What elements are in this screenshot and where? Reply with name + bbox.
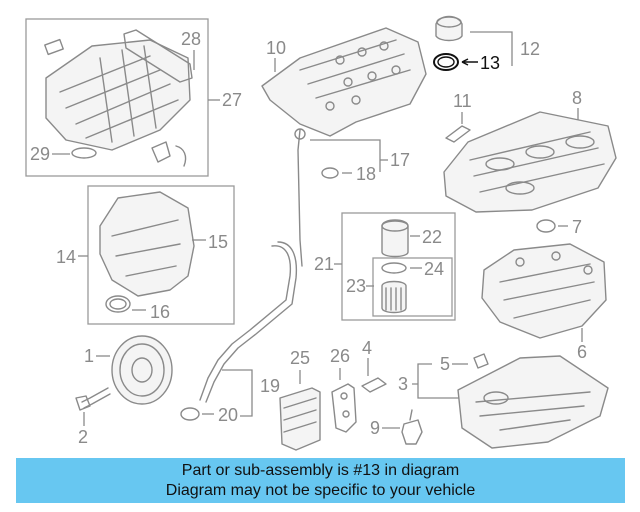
- callout-17: 17: [390, 150, 410, 170]
- callout-4: 4: [362, 338, 372, 358]
- oil-pan-drawing: [457, 355, 609, 449]
- crank-pulley-drawing: [111, 335, 173, 405]
- group-box-27: [25, 18, 209, 177]
- oil-cap-group: 12 13: [433, 15, 540, 73]
- callout-2: 2: [78, 427, 88, 447]
- cylinder-head-drawing: [443, 111, 617, 213]
- callout-21: 21: [314, 254, 334, 274]
- callout-27: 27: [222, 90, 242, 110]
- drain-plug-5-drawing: [473, 353, 489, 369]
- callout-19: 19: [260, 376, 280, 396]
- callout-12: 12: [520, 39, 540, 59]
- intake-manifold-group: 28 27 29: [25, 18, 242, 177]
- callout-15: 15: [208, 232, 228, 252]
- valve-cover-group: 10: [261, 27, 427, 137]
- info-banner: Part or sub-assembly is #13 in diagram D…: [16, 458, 625, 503]
- oil-pan-group: 4 3 5 9: [361, 338, 609, 449]
- oil-filter-housing-drawing: [381, 219, 409, 258]
- callout-7: 7: [572, 217, 582, 237]
- oil-cooler-drawing: [279, 387, 321, 451]
- sealant-4-drawing: [361, 377, 387, 393]
- callout-26: 26: [330, 346, 350, 366]
- callout-28: 28: [181, 29, 201, 49]
- callout-24: 24: [424, 259, 444, 279]
- callout-16: 16: [150, 302, 170, 322]
- callout-8: 8: [572, 88, 582, 108]
- oil-filter-element-drawing: [381, 280, 407, 314]
- callout-25: 25: [290, 348, 310, 368]
- callout-20: 20: [218, 405, 238, 425]
- callout-1: 1: [84, 346, 94, 366]
- callout-14: 14: [56, 247, 76, 267]
- callout-3: 3: [398, 374, 408, 394]
- lower-block-group: 7 6: [481, 217, 607, 362]
- banner-line-2: Diagram may not be specific to your vehi…: [165, 482, 476, 499]
- callout-29: 29: [30, 144, 50, 164]
- banner-line-1: Part or sub-assembly is #13 in diagram: [181, 462, 460, 479]
- callout-18: 18: [356, 164, 376, 184]
- seal-7-drawing: [536, 219, 556, 233]
- callout-23: 23: [346, 276, 366, 296]
- callout-13-highlighted: 13: [480, 53, 500, 73]
- dipstick-tube-drawing: [199, 245, 292, 401]
- gasket-11-drawing: [445, 125, 471, 143]
- dipstick-group: 17 18 19 20: [180, 128, 410, 425]
- intake-manifold-drawing: [45, 39, 191, 151]
- callout-11: 11: [453, 91, 472, 111]
- group-box-14: [87, 185, 235, 325]
- group-box-21: [341, 212, 456, 321]
- timing-cover-group: 14 15 16: [56, 185, 235, 325]
- crank-pulley-group: 1 2: [75, 335, 173, 447]
- part-13-seal-drawing: [433, 53, 459, 71]
- gasket-26-drawing: [331, 383, 357, 433]
- part-13-arrow: [461, 58, 478, 66]
- oil-cooler-group: 25 26: [279, 346, 357, 451]
- callout-6: 6: [577, 342, 587, 362]
- callout-5: 5: [440, 354, 450, 374]
- callout-22: 22: [422, 227, 442, 247]
- callout-10: 10: [266, 38, 286, 58]
- bearing-bridge-drawing: [481, 243, 607, 339]
- callout-9: 9: [370, 418, 380, 438]
- dipstick-drawing: [297, 129, 303, 267]
- timing-cover-drawing: [99, 191, 195, 297]
- sensor-9-drawing: [401, 409, 423, 445]
- oil-filler-cap-drawing: [435, 15, 463, 42]
- group-box-23: [372, 257, 453, 317]
- cylinder-head-group: 11 8: [443, 88, 617, 213]
- oil-filter-group: 22 24 21 23: [314, 212, 456, 321]
